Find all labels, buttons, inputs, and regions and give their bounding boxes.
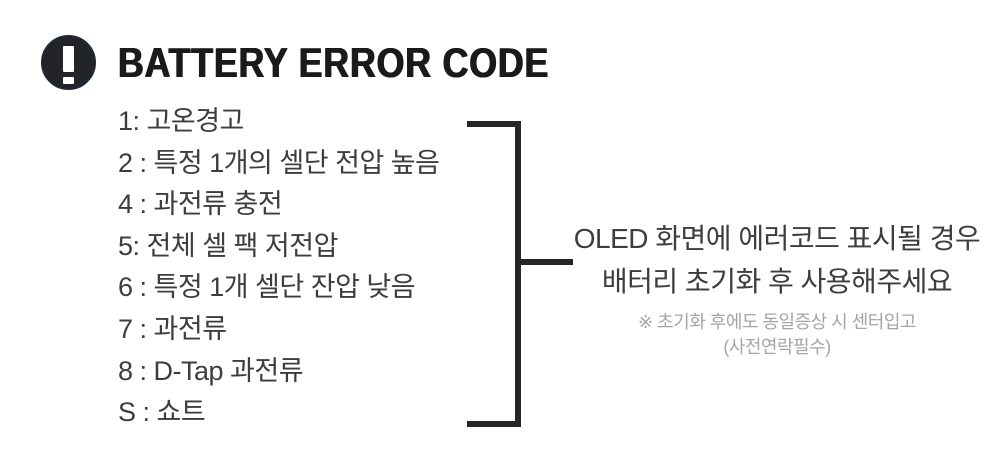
- exclamation-bar: [63, 46, 74, 72]
- error-code-item-4: 4 : 과전류 충전: [118, 189, 283, 220]
- bracket-bottom-tick: [467, 421, 521, 427]
- error-code-item-6: 6 : 특정 1개 셀단 잔압 낮음: [118, 272, 416, 303]
- error-code-item-1: 1: 고온경고: [118, 106, 244, 136]
- bracket-vertical: [515, 121, 521, 427]
- error-code-item-7: 7 : 과전류: [118, 313, 227, 344]
- error-code-item-2: 2 : 특정 1개의 셀단 전압 높음: [118, 147, 440, 178]
- bracket-middle-tick: [521, 259, 573, 265]
- note-line-1: OLED 화면에 에러코드 표시될 경우: [573, 223, 981, 254]
- exclamation-circle-icon: [41, 35, 96, 90]
- note-line-2: 배터리 초기화 후 사용해주세요: [601, 266, 953, 297]
- exclamation-dot: [63, 77, 74, 84]
- error-code-item-8: 8 : D-Tap 과전류: [118, 355, 304, 386]
- error-code-item-s: S : 쇼트: [118, 397, 206, 428]
- error-code-item-5: 5: 전체 셀 팩 저전압: [118, 230, 338, 261]
- error-code-list: 1: 고온경고 2 : 특정 1개의 셀단 전압 높음 4 : 과전류 충전 5…: [118, 101, 440, 434]
- page-title: BATTERY ERROR CODE: [118, 39, 550, 86]
- bracket-top-tick: [467, 121, 521, 127]
- note-block: OLED 화면에 에러코드 표시될 경우 배터리 초기화 후 사용해주세요 ※ …: [527, 217, 1000, 360]
- note-sub-line-2: (사전연락필수): [723, 337, 831, 357]
- note-sub-line-1: ※ 초기화 후에도 동일증상 시 센터입고: [638, 312, 917, 332]
